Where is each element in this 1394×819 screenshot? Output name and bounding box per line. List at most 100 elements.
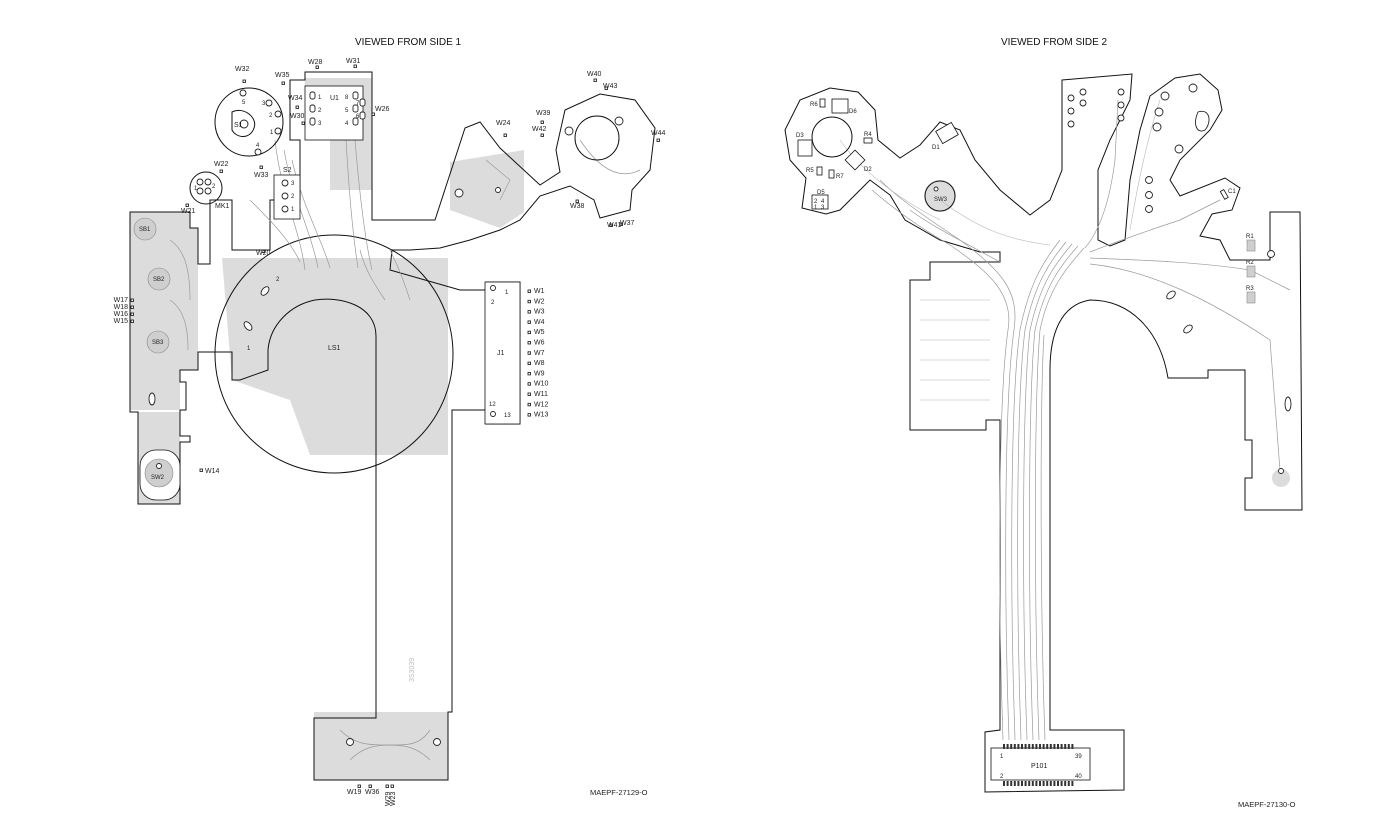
- p101-pin-1: 1: [1000, 754, 1004, 760]
- wire-label: W2: [534, 298, 545, 305]
- wire-point: [371, 112, 375, 116]
- wire-label: W35: [275, 72, 290, 79]
- r5-label: R5: [806, 168, 814, 174]
- p101-contact: [1060, 781, 1063, 786]
- p101-contact: [1021, 781, 1023, 786]
- p101-contact: [1042, 781, 1045, 786]
- wire-label: W43: [603, 83, 618, 90]
- j1-pin-13: 13: [504, 413, 511, 419]
- p101-pin-40: 40: [1075, 774, 1082, 780]
- p101-contact: [1017, 781, 1020, 786]
- wire-point: [527, 299, 531, 304]
- wire-point: [527, 371, 531, 376]
- p101-contact: [1049, 744, 1052, 749]
- side2-smd-parts: [797, 98, 1256, 304]
- ls1-label: LS1: [328, 345, 341, 352]
- wire-label: W40: [587, 71, 602, 78]
- p101-contact: [1028, 744, 1031, 749]
- wire-point: [527, 320, 531, 324]
- d3-label: D3: [796, 133, 804, 139]
- j1-pin-1: 1: [505, 290, 509, 296]
- wire-point: [619, 222, 623, 226]
- wire-point: [656, 138, 660, 142]
- r2-label: R2: [1246, 260, 1254, 266]
- sw3-label: SW3: [934, 197, 948, 203]
- p101-contact: [1013, 744, 1016, 749]
- wire-label: W28: [308, 59, 323, 66]
- u1-chip: U1 1 2 3 8 7 5 6 4: [304, 85, 366, 141]
- p101-contact: [1060, 744, 1063, 749]
- wire-label: W9: [534, 370, 545, 377]
- wire-point: [527, 310, 531, 314]
- p101-contact: [1067, 781, 1070, 786]
- wire-point: [527, 392, 531, 396]
- d5-pin-1: 1: [814, 205, 818, 211]
- wire-point: [261, 249, 265, 253]
- sb1-label: SB1: [139, 227, 151, 233]
- p101-contact: [1003, 744, 1005, 749]
- wire-point: [527, 289, 531, 293]
- wire-point: [219, 169, 223, 173]
- ls1-outline: [214, 234, 454, 474]
- wire-label: W26: [375, 106, 390, 113]
- sw2-label: SW2: [151, 475, 165, 481]
- side1-code: MAEPF-27129-O: [590, 788, 648, 797]
- wire-point: [527, 413, 531, 417]
- u1-pin-3: 3: [318, 121, 322, 127]
- d5-pin-2: 2: [814, 199, 818, 205]
- p101-contact: [1013, 781, 1016, 786]
- wire-label: W7: [534, 350, 545, 357]
- side2-diagram: VIEWED FROM SIDE 2: [784, 37, 1303, 809]
- wire-label: W12: [534, 401, 549, 408]
- wire-label: W4: [534, 319, 545, 326]
- mk1-pin-2: 2: [212, 184, 216, 190]
- p101-contact: [1046, 744, 1049, 749]
- s2-switch: S2 3 2 1: [273, 167, 301, 220]
- wire-point: [315, 65, 319, 69]
- c1-label: C1: [1228, 189, 1236, 195]
- ls1-pin-1: 1: [247, 346, 251, 352]
- wire-point: [301, 121, 305, 125]
- j1-pin-12: 12: [489, 402, 496, 408]
- side2-holes: [1067, 83, 1292, 474]
- p101-contact: [1031, 781, 1034, 786]
- wire-label: W11: [534, 391, 548, 398]
- p101-contact: [1064, 781, 1067, 786]
- s1-pin-5: 5: [242, 100, 246, 106]
- wire-label: W19: [347, 789, 362, 796]
- wire-label: W6: [534, 340, 545, 347]
- p101-contact: [1046, 781, 1049, 786]
- wire-point: [503, 133, 507, 137]
- wire-label: W31: [346, 58, 361, 65]
- wire-label: W34: [288, 95, 303, 102]
- wire-label: W32: [235, 66, 250, 73]
- wire-point: [130, 312, 134, 316]
- p101-contacts: [1003, 744, 1074, 786]
- p101-contact: [1031, 744, 1034, 749]
- wire-label: W30: [290, 113, 305, 120]
- p101-contact: [1053, 744, 1056, 749]
- s1-pin-4: 4: [256, 143, 260, 149]
- p101-contact: [1057, 744, 1059, 749]
- u1-pin-8: 8: [345, 95, 349, 101]
- wire-point: [357, 784, 361, 788]
- wire-w14: W14: [205, 468, 220, 475]
- p101-contact: [1024, 744, 1027, 749]
- d1-label: D1: [932, 145, 940, 151]
- p101-contact: [1024, 781, 1027, 786]
- wire-point: [130, 305, 134, 309]
- u1-pin-4: 4: [345, 121, 349, 127]
- wire-label: W37: [620, 220, 635, 227]
- wire-label: W5: [534, 329, 545, 336]
- side2-board-outline: [784, 73, 1303, 793]
- wire-label: W3: [534, 309, 545, 316]
- mk1-label: MK1: [215, 203, 230, 210]
- wire-point: [185, 203, 189, 207]
- sw3-switch: [924, 180, 956, 212]
- p101-contact: [1064, 744, 1067, 749]
- r4-label: R4: [864, 132, 872, 138]
- u1-label: U1: [330, 95, 339, 102]
- side1-diagram: VIEWED FROM SIDE 1: [114, 37, 666, 806]
